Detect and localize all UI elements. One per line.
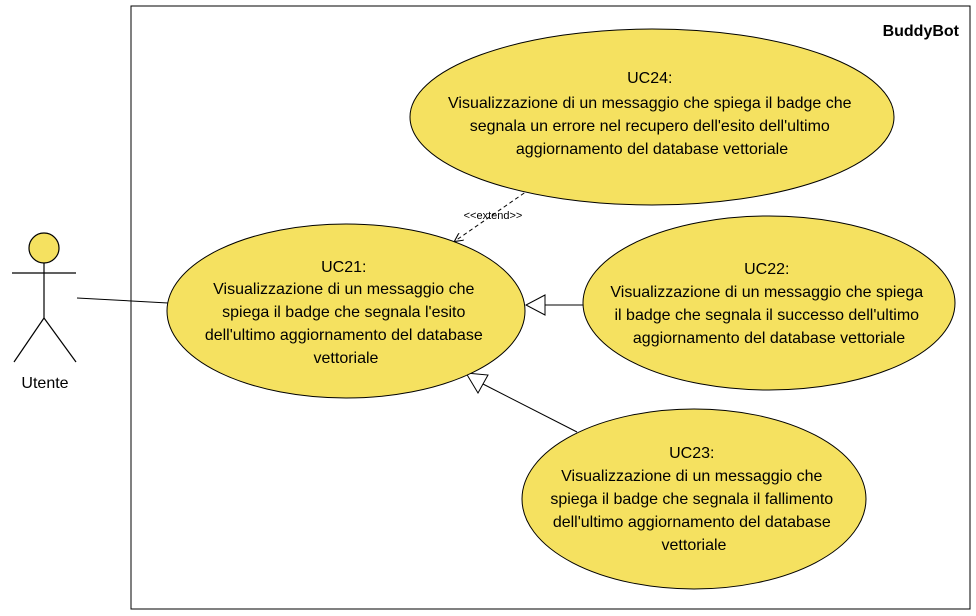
use-case-uc24[interactable]: UC24: Visualizzazione di un messaggio ch… — [409, 28, 895, 206]
extend-uc24-uc21 — [455, 188, 531, 241]
association-actor-uc21 — [76, 297, 169, 304]
actor-utente[interactable]: Utente — [12, 232, 77, 392]
use-case-uc22[interactable]: UC22: Visualizzazione di un messaggio ch… — [582, 215, 956, 391]
actor-leg-left — [13, 317, 45, 363]
system-title: BuddyBot — [883, 23, 960, 40]
use-case-uc24-ellipse — [409, 28, 895, 206]
actor-head — [28, 232, 60, 264]
use-case-uc23[interactable]: UC23: Visualizzazione di un messaggio ch… — [521, 408, 867, 590]
use-case-uc21-ellipse — [166, 223, 526, 399]
generalization-arrowhead-uc23 — [465, 372, 489, 394]
use-case-uc23-text: UC23: Visualizzazione di un messaggio ch… — [550, 445, 837, 554]
use-case-uc22-ellipse — [582, 215, 956, 391]
actor-label: Utente — [21, 375, 68, 392]
actor-leg-right — [43, 317, 77, 363]
use-case-uc24-text: UC24: Visualizzazione di un messaggio ch… — [448, 70, 856, 158]
use-case-uc23-ellipse — [521, 408, 867, 590]
use-case-uc21-text: UC21: Visualizzazione di un messaggio ch… — [205, 259, 487, 367]
use-case-uc21[interactable]: UC21: Visualizzazione di un messaggio ch… — [166, 223, 526, 399]
generalization-uc23-uc21 — [482, 383, 578, 433]
generalization-arrowhead-uc22 — [524, 294, 546, 316]
use-case-uc22-text: UC22: Visualizzazione di un messaggio ch… — [610, 261, 927, 347]
extend-label: <<extend>> — [464, 210, 523, 222]
